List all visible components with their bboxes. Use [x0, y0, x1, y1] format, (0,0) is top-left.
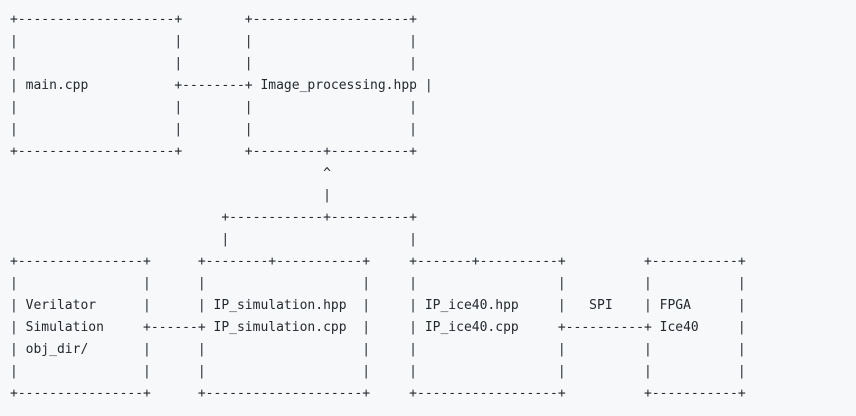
diagram-line: | | | | | | | |: [10, 276, 746, 291]
diagram-line: | |: [10, 232, 417, 247]
diagram-line: +------------+----------+: [10, 210, 417, 225]
diagram-line: | Verilator | | IP_simulation.hpp | | IP…: [10, 298, 746, 313]
diagram-line: | | | |: [10, 100, 417, 115]
diagram-line: +----------------+ +--------+-----------…: [10, 254, 746, 269]
diagram-line: +--------------------+ +---------+------…: [10, 144, 417, 159]
diagram-line: | | | |: [10, 56, 417, 71]
diagram-text: +--------------------+ +----------------…: [10, 9, 746, 405]
diagram-line: | | | |: [10, 34, 417, 49]
diagram-line: +----------------+ +--------------------…: [10, 386, 746, 401]
diagram-line: | | | | | | | |: [10, 364, 746, 379]
diagram-line: | obj_dir/ | | | | | | |: [10, 342, 746, 357]
diagram-line: | Simulation +------+ IP_simulation.cpp …: [10, 320, 746, 335]
diagram-line: |: [10, 188, 331, 203]
diagram-line: | main.cpp +--------+ Image_processing.h…: [10, 78, 433, 93]
diagram-line: | | | |: [10, 122, 417, 137]
diagram-line: ^: [10, 166, 331, 181]
diagram-line: +--------------------+ +----------------…: [10, 12, 417, 27]
